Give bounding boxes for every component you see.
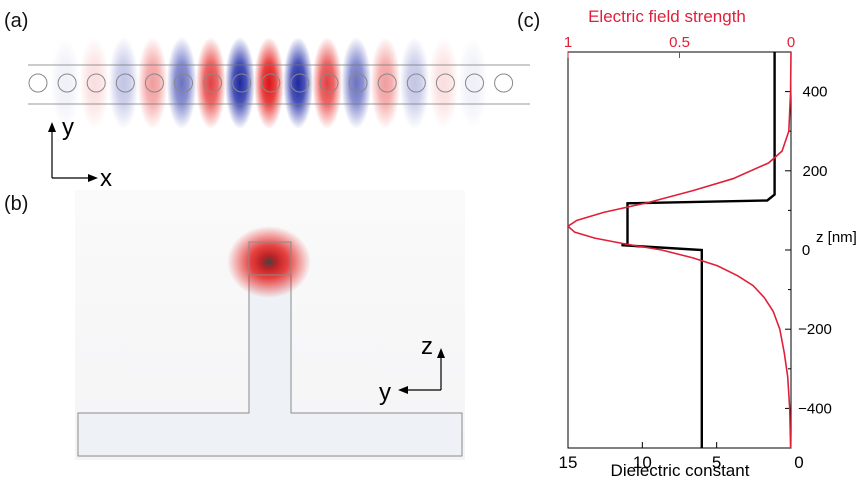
field-lobe-negative xyxy=(457,37,488,129)
field-lobe-negative xyxy=(224,37,255,129)
electric-field-line xyxy=(566,51,792,449)
x-arrowhead xyxy=(88,174,98,182)
right-tick: −200 xyxy=(798,321,832,338)
air-hole xyxy=(174,73,193,93)
field-lobe-negative xyxy=(283,37,314,129)
field-lobe-positive xyxy=(137,37,168,129)
air-hole xyxy=(203,73,223,93)
field-lobe-positive xyxy=(428,37,459,129)
ridge-waveguide xyxy=(77,241,463,457)
field-lobe-negative xyxy=(166,37,197,129)
right-tick: 0 xyxy=(802,242,810,259)
air-hole xyxy=(406,73,426,93)
top-tick: 0.5 xyxy=(669,34,690,51)
air-hole xyxy=(86,73,106,93)
bottom-tick: 10 xyxy=(633,453,652,472)
panel-a-figure: y x xyxy=(28,37,530,190)
field-pattern xyxy=(50,37,488,129)
air-hole xyxy=(115,73,135,93)
air-hole xyxy=(319,73,339,93)
field-lobe-negative xyxy=(50,37,81,129)
air-hole xyxy=(144,73,164,93)
field-lobe-positive xyxy=(370,37,401,129)
field-lobe-negative xyxy=(108,37,139,129)
dielectric-constant-line xyxy=(621,52,776,448)
panel-label-c: (c) xyxy=(517,10,541,32)
air-hole xyxy=(377,73,397,93)
y-arrowhead xyxy=(48,122,56,132)
air-hole xyxy=(465,73,484,93)
core-outline xyxy=(248,241,292,276)
air-holes xyxy=(28,73,514,93)
mode-profile xyxy=(227,226,311,298)
air-hole xyxy=(232,73,252,93)
y-axis-label: y xyxy=(62,114,74,141)
top-tick: 0 xyxy=(787,34,795,51)
air-hole xyxy=(261,73,281,93)
field-lobe-positive xyxy=(254,37,284,129)
field-lobe-positive xyxy=(195,37,226,129)
field-lobe-negative xyxy=(341,37,372,129)
air-hole xyxy=(28,73,48,93)
bottom-tick: 5 xyxy=(712,453,721,472)
bottom-tick: 0 xyxy=(794,453,803,472)
air-hole xyxy=(348,73,368,93)
field-lobe-positive xyxy=(312,37,343,129)
bottom-tick: 15 xyxy=(559,453,578,472)
top-axis-title: Electric field strength xyxy=(588,7,746,26)
panel-c-chart: Electric field strength 1 0.5 0 400 200 … xyxy=(559,7,857,480)
field-lobe-positive xyxy=(79,37,110,129)
air-hole xyxy=(494,73,514,93)
air-hole xyxy=(57,73,77,93)
bottom-axis-title: Dielectric constant xyxy=(611,461,750,480)
field-lobe-negative xyxy=(399,37,430,129)
right-tick: 200 xyxy=(802,163,827,180)
panel-label-b: (b) xyxy=(4,193,29,215)
y-axis-label-b: y xyxy=(379,379,391,406)
panel-label-a: (a) xyxy=(4,10,29,32)
x-axis-label: x xyxy=(100,165,112,190)
plot-frame xyxy=(567,51,792,449)
right-tick: −400 xyxy=(798,400,832,417)
y-arrowhead-b xyxy=(398,386,408,394)
z-arrowhead xyxy=(437,348,445,358)
right-tick: 400 xyxy=(802,84,827,101)
air-hole xyxy=(290,73,310,93)
right-axis-title: z [nm] xyxy=(816,229,857,246)
top-tick: 1 xyxy=(564,34,572,51)
air-hole xyxy=(435,73,455,93)
z-axis-label: z xyxy=(421,333,433,360)
panel-b-figure: z y xyxy=(75,190,465,460)
